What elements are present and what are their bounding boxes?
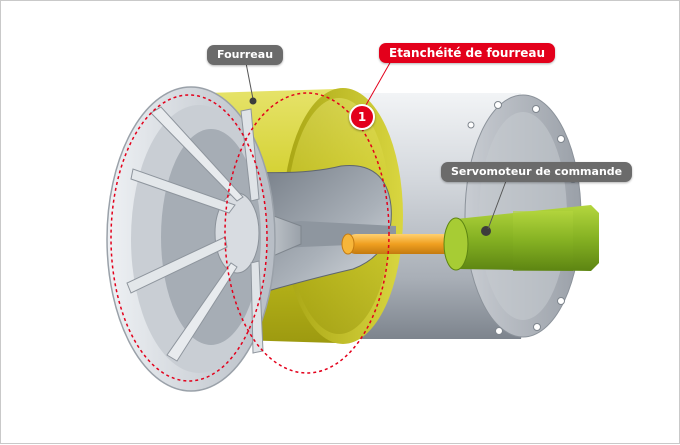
etancheite-callout: Etanchéité de fourreau xyxy=(379,43,555,63)
fourreau-callout: Fourreau xyxy=(207,45,283,65)
seal-number-marker: 1 xyxy=(349,104,375,130)
servomoteur-callout: Servomoteur de commande xyxy=(441,162,632,182)
